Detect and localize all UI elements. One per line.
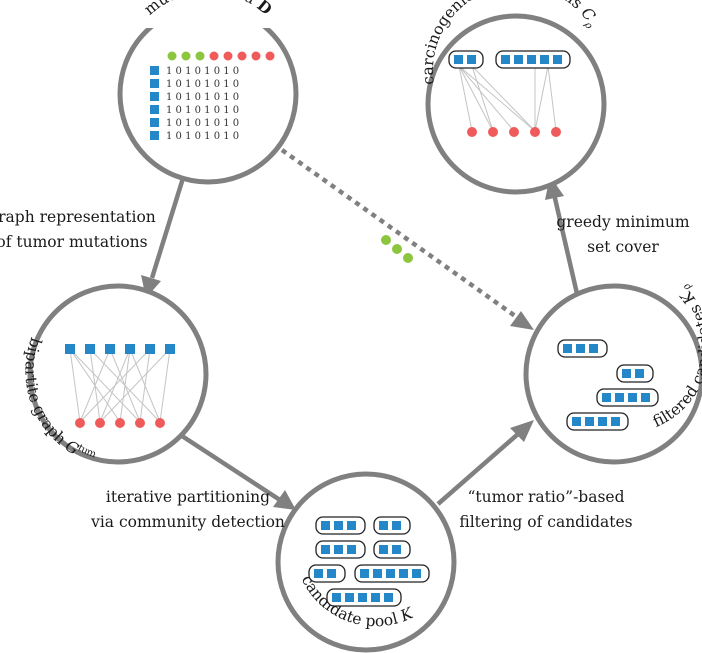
bipartite-circle — [27, 283, 209, 465]
edge-label-line: iterative partitioning — [106, 488, 270, 506]
candidate-pool-list — [308, 516, 430, 607]
filtered-candidate — [557, 339, 608, 358]
matrix-row: 1 0 1 0 1 0 1 0 — [166, 118, 239, 129]
edge-label-line: filtering of candidates — [459, 513, 632, 531]
filtered-candidate — [616, 364, 654, 383]
combination-tumor-nodes — [467, 127, 561, 137]
label-greedy-set-cover: greedy minimum set cover — [556, 213, 690, 256]
arrow-greedy-set-cover — [545, 176, 581, 299]
edge-label-line: set cover — [587, 238, 659, 256]
label-tumor-ratio-filtering: “tumor ratio”-based filtering of candida… — [459, 488, 632, 531]
bipartite-edges — [69, 348, 171, 423]
pool-candidate — [308, 564, 346, 583]
matrix-row: 1 0 1 0 1 0 1 0 — [166, 105, 239, 116]
edge-label-line: of tumor mutations — [0, 233, 148, 251]
arrow-tumor-ratio-filtering — [436, 420, 534, 506]
label-iterative-partitioning: iterative partitioning via community det… — [90, 488, 285, 531]
arrow-graph-representation — [141, 161, 191, 298]
matrix-row: 1 0 1 0 1 0 1 0 — [166, 92, 239, 103]
combination-pair — [448, 50, 484, 69]
matrix-values: 1 0 1 0 1 0 1 0 1 0 1 0 1 0 1 0 1 0 1 0 … — [166, 66, 239, 142]
bipartite-gene-nodes — [65, 344, 175, 354]
pool-candidate — [373, 540, 411, 559]
combination-edges — [458, 65, 557, 132]
arrow-iterative-partitioning — [180, 434, 296, 510]
pool-candidate — [315, 540, 366, 559]
matrix-row: 1 0 1 0 1 0 1 0 — [166, 131, 239, 142]
edge-label-line: greedy minimum — [556, 213, 690, 231]
pool-candidate — [354, 564, 430, 583]
arrow-dashed-skip — [280, 148, 534, 330]
matrix-column-dots — [167, 51, 275, 61]
filtered-candidate-list — [557, 339, 659, 431]
pool-candidate — [326, 588, 402, 607]
ellipsis-dots — [381, 235, 413, 263]
edge-label-line: graph representation — [0, 208, 156, 226]
matrix-row: 1 0 1 0 1 0 1 0 — [166, 66, 239, 77]
label-graph-representation: graph representation of tumor mutations — [0, 208, 156, 251]
matrix-row: 1 0 1 0 1 0 1 0 — [166, 79, 239, 90]
filtered-candidate — [566, 412, 629, 431]
combination-graph — [448, 50, 571, 137]
pool-candidate — [373, 516, 411, 535]
matrix-row-squares — [150, 66, 159, 140]
edge-label-line: “tumor ratio”-based — [467, 488, 624, 506]
filtered-circle — [523, 283, 702, 465]
combination-quintet — [495, 50, 571, 69]
bipartite-tumor-nodes — [75, 418, 165, 428]
bipartite-graph — [65, 344, 175, 428]
mutation-matrix: 1 0 1 0 1 0 1 0 1 0 1 0 1 0 1 0 1 0 1 0 … — [150, 51, 275, 142]
filtered-candidate — [596, 388, 659, 407]
pool-candidate — [315, 516, 366, 535]
edge-label-line: via community detection — [90, 513, 285, 531]
